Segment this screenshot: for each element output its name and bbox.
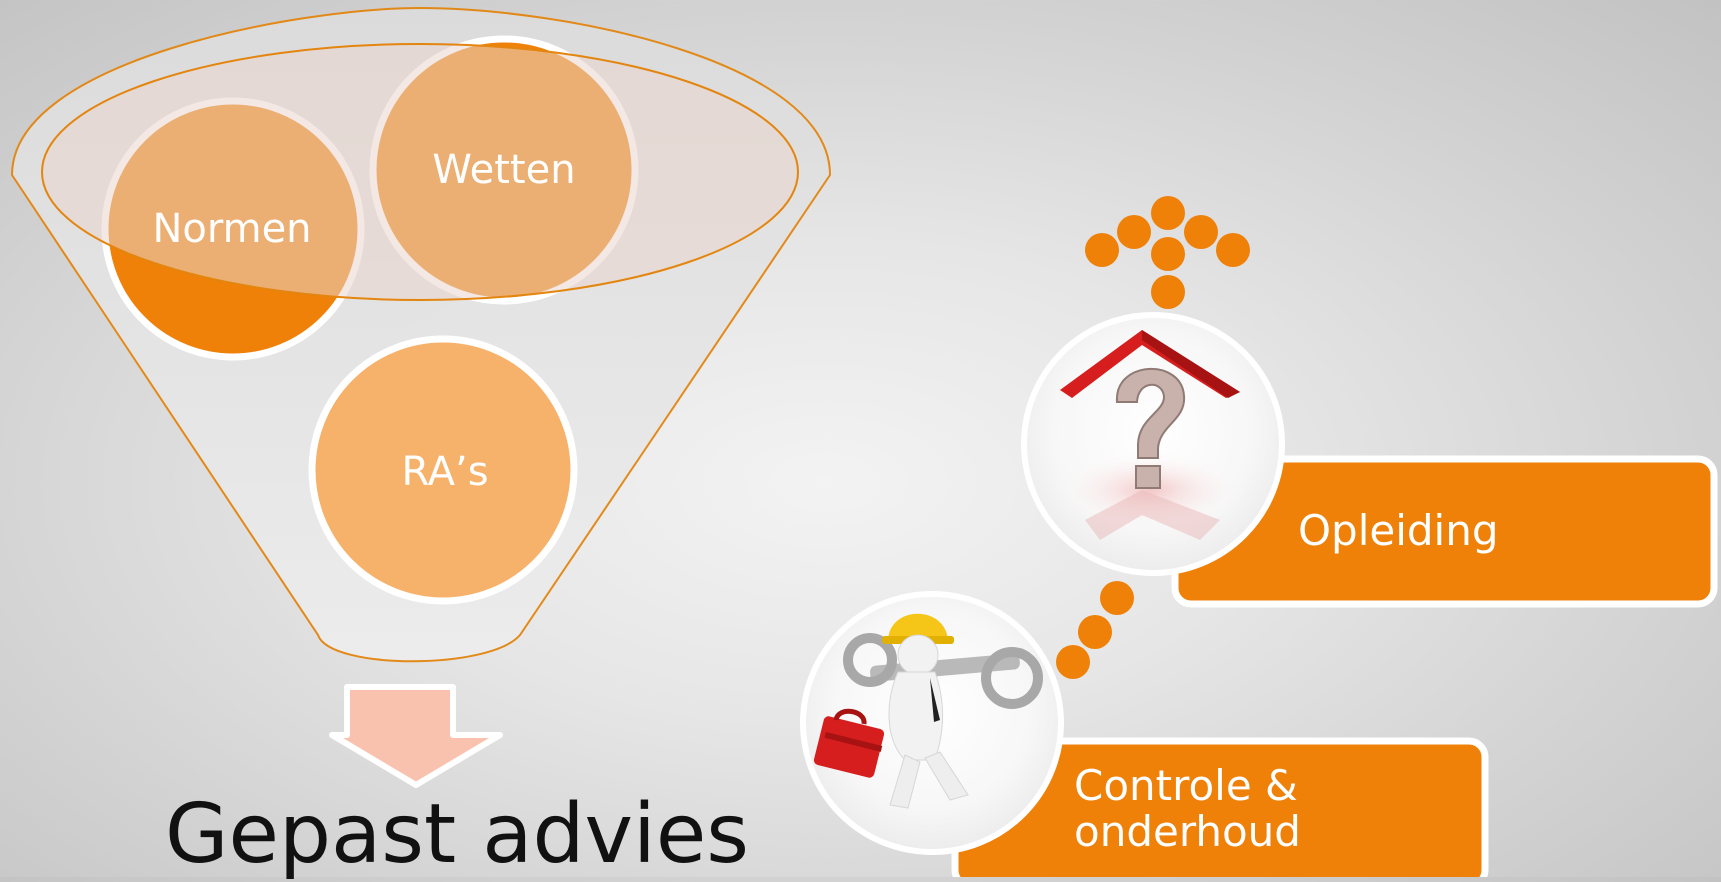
circle-ras — [308, 335, 578, 605]
step-label-opleiding: Opleiding — [1298, 506, 1499, 555]
worker-toolbox-icon — [800, 591, 1064, 855]
result-label: Gepast advies — [165, 787, 750, 882]
connector-dots — [1056, 581, 1134, 679]
down-arrow — [329, 684, 503, 788]
circle-label-normen: Normen — [152, 206, 312, 252]
house-question-icon — [1021, 312, 1285, 576]
dotted-arrow-icon — [1085, 196, 1250, 309]
step-label-controle: Controle & onderhoud — [1074, 761, 1301, 856]
circle-label-ras: RA’s — [401, 449, 489, 495]
funnel-mouth — [41, 43, 799, 301]
circle-label-wetten: Wetten — [432, 147, 576, 193]
